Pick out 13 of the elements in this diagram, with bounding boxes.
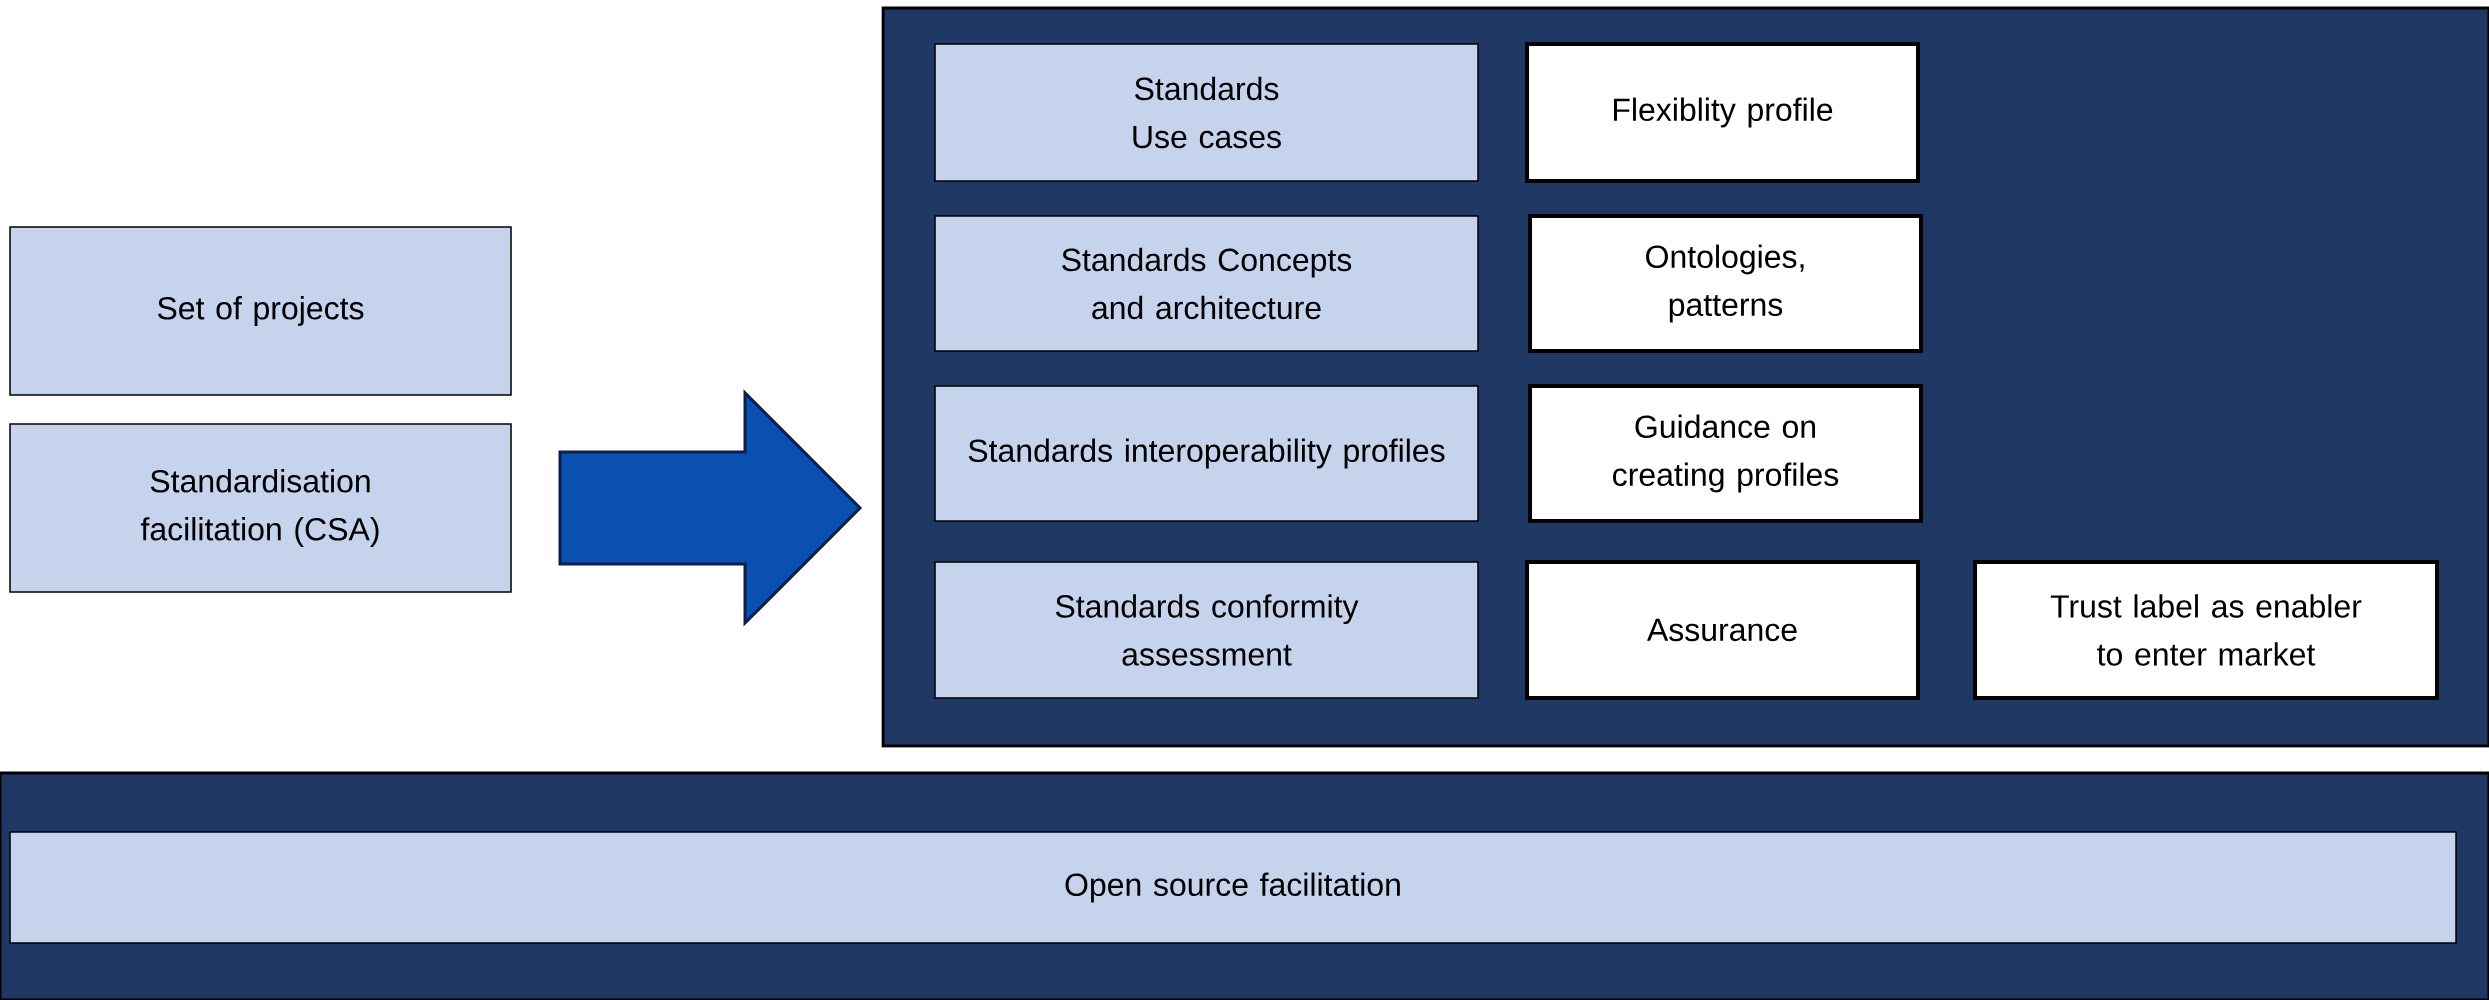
process-box: Set of projects: [9, 226, 512, 396]
process-box: Standardisation facilitation (CSA): [9, 423, 512, 593]
process-box: Open source facilitation: [9, 831, 2457, 944]
process-box: Guidance on creating profiles: [1528, 384, 1923, 523]
process-box: Standards conformity assessment: [934, 561, 1479, 699]
block-arrow: [558, 389, 863, 627]
process-box: Standards Concepts and architecture: [934, 215, 1479, 352]
process-box: Assurance: [1525, 560, 1920, 700]
process-box: Standards interoperability profiles: [934, 385, 1479, 522]
process-box: Ontologies, patterns: [1528, 214, 1923, 353]
process-box: Standards Use cases: [934, 43, 1479, 182]
process-box: Flexiblity profile: [1525, 42, 1920, 183]
process-box: Trust label as enabler to enter market: [1973, 560, 2439, 700]
